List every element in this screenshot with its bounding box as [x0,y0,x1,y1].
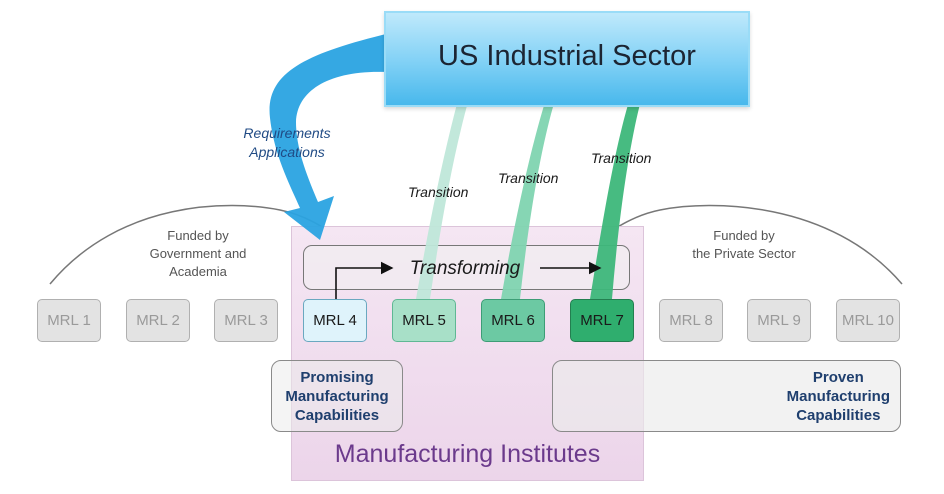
transition-label-1: Transition [408,184,469,200]
mrl-8-box: MRL 8 [659,299,723,342]
mrl-2-box: MRL 2 [126,299,190,342]
transition-arrow-3 [590,68,654,299]
mrl-1-box: MRL 1 [37,299,101,342]
transition-arrow-1 [416,76,478,299]
mrl-9-box: MRL 9 [747,299,811,342]
transition-label-3: Transition [591,150,652,166]
promising-capabilities-box: Promising Manufacturing Capabilities [271,360,403,432]
requirements-arrow [269,34,386,240]
transition-arrow-2 [501,72,567,299]
transforming-label: Transforming [409,258,521,279]
mrl-10-box: MRL 10 [836,299,900,342]
promising-capabilities-label: Promising Manufacturing Capabilities [285,368,389,424]
mrl-4-box: MRL 4 [303,299,367,342]
transition-label-2: Transition [498,170,559,186]
proven-capabilities-box: Proven Manufacturing Capabilities [552,360,901,432]
proven-capabilities-label: Proven Manufacturing Capabilities [786,368,890,424]
mrl-6-box: MRL 6 [481,299,545,342]
funded-private-label: Funded by the Private Sector [692,228,796,261]
mrl-7-box: MRL 7 [570,299,634,342]
mrl-5-box: MRL 5 [392,299,456,342]
us-industrial-sector-label: US Industrial Sector [438,40,696,72]
funded-government-label: Funded by Government and Academia [149,228,247,279]
manufacturing-institutes-label: Manufacturing Institutes [334,440,601,468]
requirements-label: Requirements Applications [243,125,331,160]
us-industrial-sector-box [384,11,750,107]
transforming-arrow [335,261,394,299]
mrl-3-box: MRL 3 [214,299,278,342]
